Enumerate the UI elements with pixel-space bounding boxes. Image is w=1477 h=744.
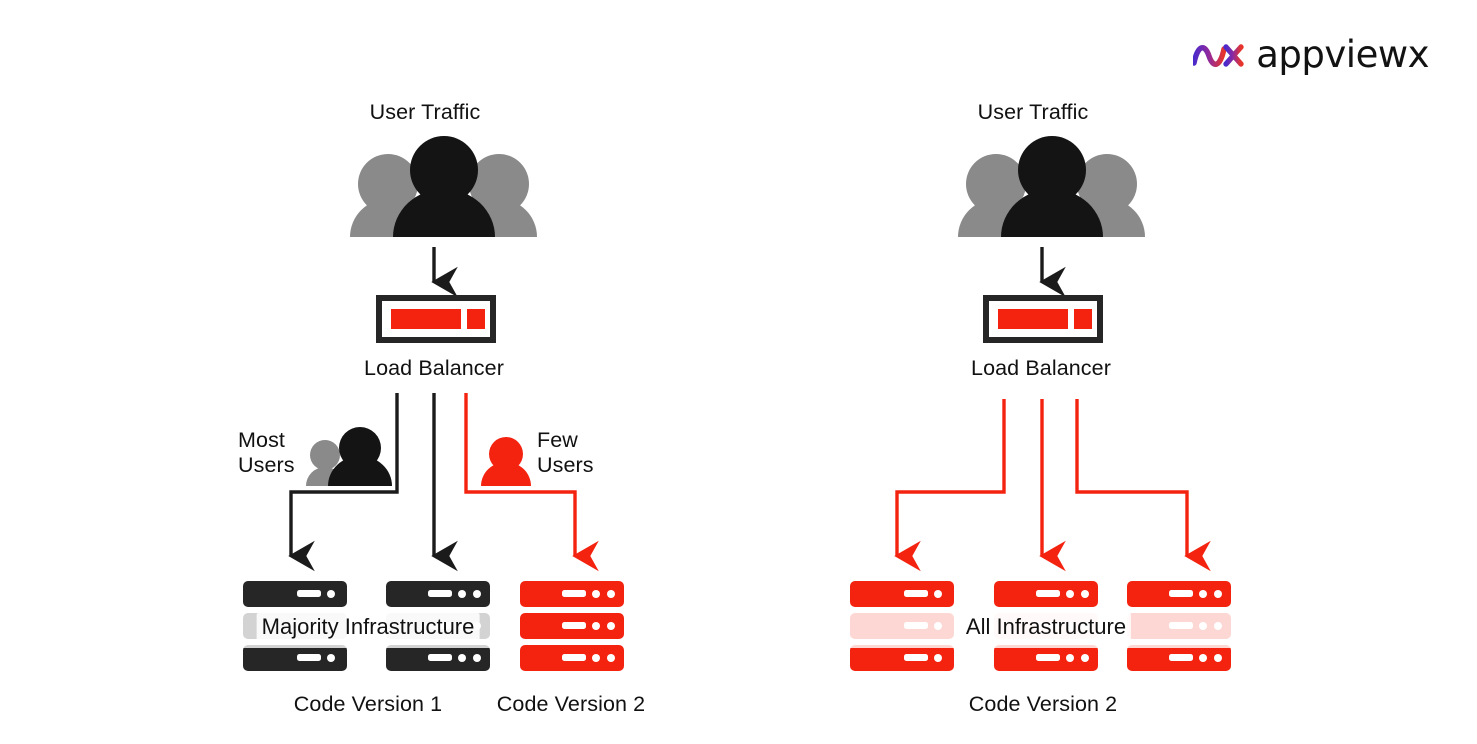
server-unit xyxy=(243,645,347,671)
user-group-icon-right xyxy=(958,136,1145,237)
load-balancer-label-right: Load Balancer xyxy=(971,356,1111,380)
server-column-1-right xyxy=(850,581,954,671)
fanout-right-path xyxy=(1075,399,1211,572)
load-balancer-icon-right xyxy=(983,295,1103,343)
fanout-left-path xyxy=(894,399,1006,572)
code-version-2-label-right: Code Version 2 xyxy=(968,692,1118,716)
code-version-1-label-left: Code Version 1 xyxy=(293,692,443,716)
brand-name: appviewx xyxy=(1256,33,1429,76)
server-unit xyxy=(1127,613,1231,639)
server-unit xyxy=(994,645,1098,671)
load-balancer-icon-left xyxy=(376,295,496,343)
server-unit xyxy=(386,645,490,671)
all-infrastructure-label: All Infrastructure xyxy=(960,613,1132,641)
few-users-line-2: Users xyxy=(537,453,594,478)
server-unit xyxy=(850,613,954,639)
server-unit xyxy=(243,581,347,607)
server-unit xyxy=(520,581,624,607)
server-column-3-right xyxy=(1127,581,1231,671)
appviewx-wave-mark-icon xyxy=(1193,43,1244,67)
few-users-line-1: Few xyxy=(537,428,578,452)
two-users-icon xyxy=(306,427,392,486)
most-users-label: Most Users xyxy=(238,428,308,479)
appviewx-logo: appviewx xyxy=(1193,36,1429,73)
single-user-icon xyxy=(481,437,531,486)
server-unit xyxy=(1127,645,1231,671)
most-users-line-2: Users xyxy=(238,453,295,478)
code-version-2-label-left: Code Version 2 xyxy=(496,692,646,716)
few-users-label: Few Users xyxy=(537,428,617,479)
majority-infrastructure-label: Majority Infrastructure xyxy=(256,613,480,641)
user-traffic-label-left: User Traffic xyxy=(369,100,481,124)
server-unit xyxy=(386,581,490,607)
server-unit xyxy=(850,581,954,607)
server-unit xyxy=(850,645,954,671)
server-unit xyxy=(994,581,1098,607)
user-traffic-label-right: User Traffic xyxy=(977,100,1089,124)
load-balancer-label-left: Load Balancer xyxy=(364,356,504,380)
server-unit xyxy=(520,613,624,639)
server-unit xyxy=(1127,581,1231,607)
user-group-icon-left xyxy=(350,136,537,237)
server-unit xyxy=(520,645,624,671)
server-column-3-left xyxy=(520,581,624,671)
most-users-line-1: Most xyxy=(238,428,285,452)
